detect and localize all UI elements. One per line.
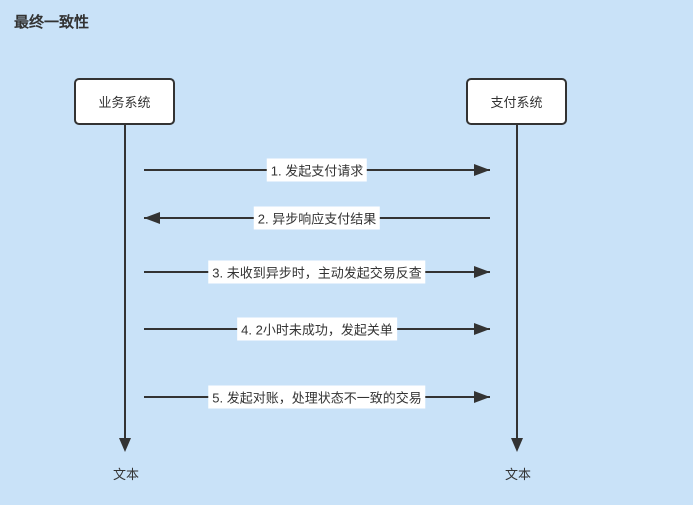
arrow-right-icon	[474, 266, 490, 278]
message-4[interactable]: 4. 2小时未成功，发起关单	[144, 316, 490, 342]
message-5[interactable]: 5. 发起对账，处理状态不一致的交易	[144, 384, 490, 410]
message-1[interactable]: 1. 发起支付请求	[144, 157, 490, 183]
arrow-down-icon	[119, 438, 131, 452]
arrow-left-icon	[144, 212, 160, 224]
lifeline-payment	[516, 125, 518, 438]
endpoint-label-business[interactable]: 文本	[112, 467, 140, 482]
actor-business-system[interactable]: 业务系统	[74, 78, 175, 125]
arrow-right-icon	[474, 164, 490, 176]
arrow-right-icon	[474, 323, 490, 335]
endpoint-label-payment[interactable]: 文本	[504, 467, 532, 482]
message-2[interactable]: 2. 异步响应支付结果	[144, 205, 490, 231]
message-1-label: 1. 发起支付请求	[266, 158, 368, 182]
message-5-label: 5. 发起对账，处理状态不一致的交易	[208, 385, 426, 409]
actor-payment-label: 支付系统	[490, 95, 543, 110]
actor-payment-system[interactable]: 支付系统	[466, 78, 567, 125]
diagram-title: 最终一致性	[14, 14, 90, 31]
message-3[interactable]: 3. 未收到异步时，主动发起交易反查	[144, 259, 490, 285]
lifeline-business	[124, 125, 126, 438]
arrow-down-icon	[511, 438, 523, 452]
actor-business-label: 业务系统	[98, 95, 151, 110]
message-3-label: 3. 未收到异步时，主动发起交易反查	[208, 260, 426, 284]
message-4-label: 4. 2小时未成功，发起关单	[237, 317, 397, 341]
arrow-right-icon	[474, 391, 490, 403]
message-2-label: 2. 异步响应支付结果	[253, 206, 381, 230]
